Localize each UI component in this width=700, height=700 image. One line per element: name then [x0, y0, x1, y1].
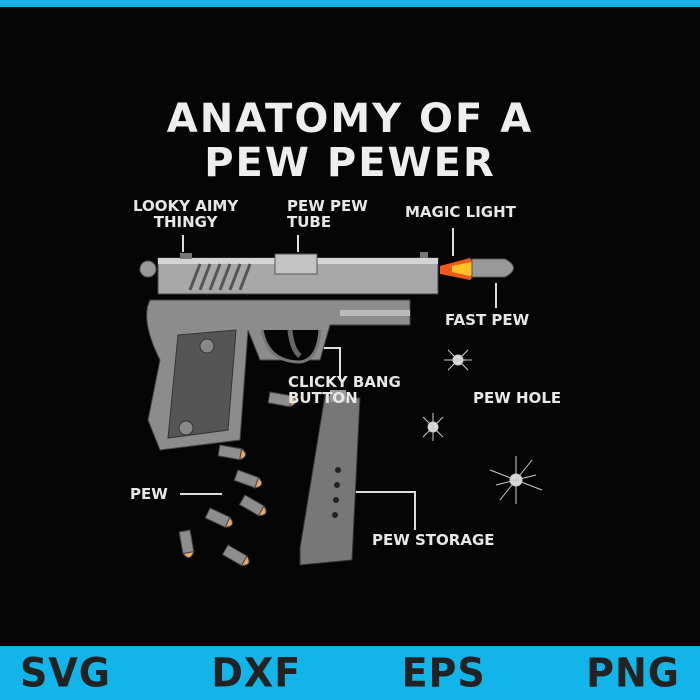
- muzzle-flash: [440, 258, 478, 280]
- magazine: [299, 390, 361, 566]
- top-accent-bar: [0, 0, 700, 7]
- flying-bullet: [471, 258, 514, 278]
- front-sight: [420, 252, 428, 258]
- rear-sight: [180, 253, 192, 259]
- label-trigger-line1: CLICKY BANG: [288, 373, 401, 391]
- label-sight-line1: LOOKY AIMY: [133, 197, 239, 215]
- label-muzzle-flash: MAGIC LIGHT: [405, 203, 516, 221]
- bullet-hole-icon: [489, 456, 543, 504]
- bullet-holes: [422, 349, 543, 504]
- format-eps: EPS: [401, 649, 486, 697]
- title-line-2: PEW PEWER: [204, 140, 496, 186]
- label-sight: LOOKY AIMY THINGY: [133, 198, 238, 230]
- trigger: [287, 329, 302, 358]
- leader-magazine: [348, 491, 416, 530]
- label-barrel-line1: PEW PEW: [287, 197, 368, 215]
- bullet-hole-icon: [422, 413, 444, 441]
- label-trigger-line2: BUTTON: [288, 389, 358, 407]
- bullet-hole-icon: [444, 349, 472, 371]
- label-barrel: PEW PEW TUBE: [287, 198, 368, 230]
- label-barrel-line2: TUBE: [287, 213, 332, 231]
- label-bullet-hole: PEW HOLE: [473, 389, 562, 407]
- format-png: PNG: [586, 649, 680, 697]
- label-magazine: PEW STORAGE: [372, 531, 495, 549]
- label-rounds: PEW: [130, 485, 168, 503]
- label-sight-line2: THINGY: [153, 213, 218, 231]
- format-dxf: DXF: [211, 649, 302, 697]
- gun-slide: [139, 252, 439, 295]
- title-line-1: ANATOMY OF A: [166, 96, 534, 142]
- format-svg: SVG: [20, 649, 111, 697]
- gun-frame: [146, 299, 411, 451]
- label-bullet: FAST PEW: [445, 311, 530, 329]
- label-trigger: CLICKY BANG BUTTON: [288, 374, 401, 406]
- loose-rounds: [178, 391, 297, 567]
- grip-panel: [167, 329, 237, 439]
- file-formats-bar: SVG DXF EPS PNG: [0, 646, 700, 700]
